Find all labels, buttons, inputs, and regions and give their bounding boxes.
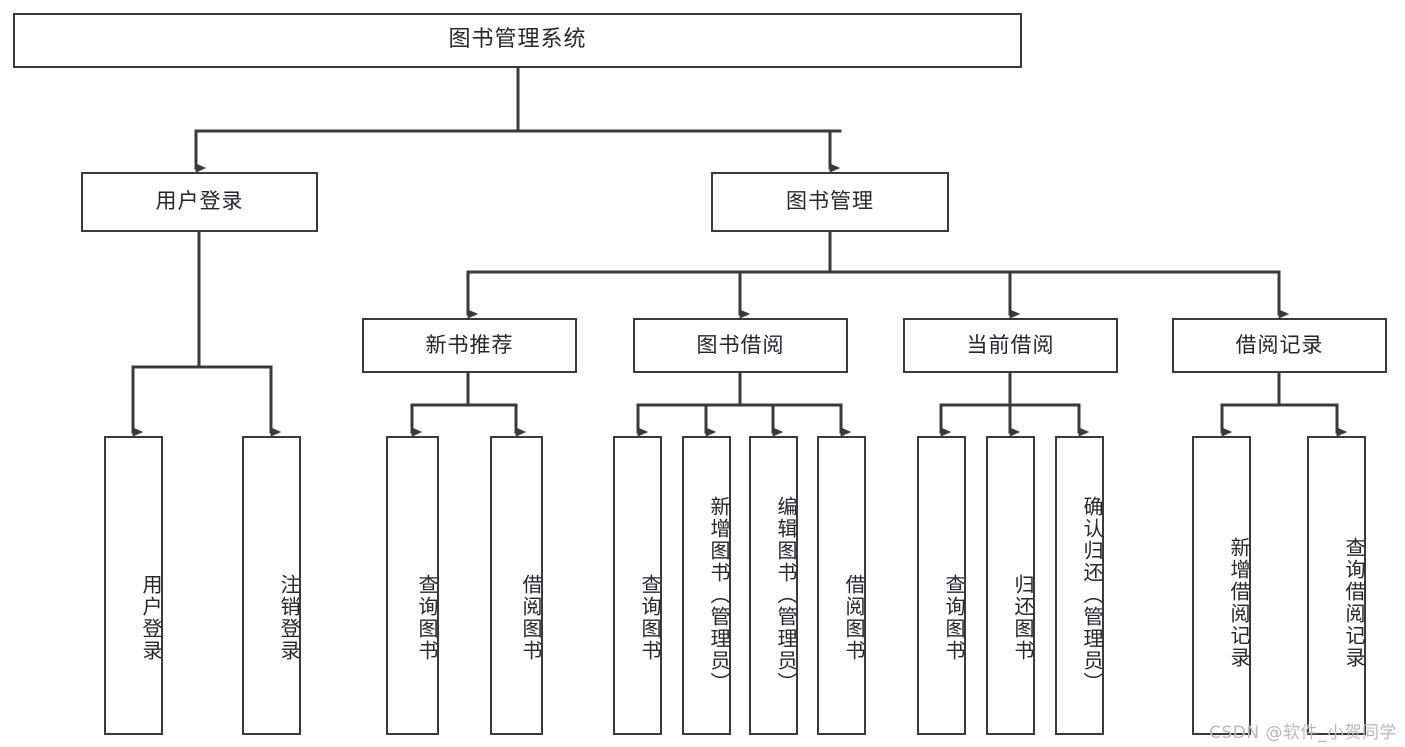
node-root[interactable]: 图书管理系统 bbox=[13, 13, 1022, 68]
leaf-borrow-edit-book-admin[interactable]: 编辑图书（管理员） bbox=[749, 436, 798, 735]
leaf-current-confirm-return-admin[interactable]: 确认归还（管理员） bbox=[1055, 436, 1104, 735]
node-current-borrow[interactable]: 当前借阅 bbox=[903, 318, 1118, 373]
leaf-borrow-borrow-book[interactable]: 借阅图书 bbox=[817, 436, 866, 735]
node-borrow-record[interactable]: 借阅记录 bbox=[1172, 318, 1387, 373]
leaf-record-add-borrow-record[interactable]: 新增借阅记录 bbox=[1192, 436, 1251, 735]
leaf-user-login-login[interactable]: 用户登录 bbox=[104, 436, 163, 735]
node-book-management[interactable]: 图书管理 bbox=[711, 172, 949, 232]
leaf-current-query-book[interactable]: 查询图书 bbox=[917, 436, 966, 735]
node-new-book-recommend[interactable]: 新书推荐 bbox=[362, 318, 577, 373]
leaf-record-query-borrow-record[interactable]: 查询借阅记录 bbox=[1307, 436, 1366, 735]
leaf-user-login-logout[interactable]: 注销登录 bbox=[242, 436, 301, 735]
csdn-watermark: CSDN @软件_小贺同学 bbox=[1209, 723, 1397, 743]
leaf-recommend-query-book[interactable]: 查询图书 bbox=[386, 436, 439, 735]
node-user-login[interactable]: 用户登录 bbox=[81, 172, 318, 232]
leaf-recommend-borrow-book[interactable]: 借阅图书 bbox=[490, 436, 543, 735]
leaf-borrow-query-book[interactable]: 查询图书 bbox=[613, 436, 662, 735]
node-book-borrow[interactable]: 图书借阅 bbox=[633, 318, 848, 373]
leaf-borrow-add-book-admin[interactable]: 新增图书（管理员） bbox=[682, 436, 731, 735]
leaf-current-return-book[interactable]: 归还图书 bbox=[986, 436, 1035, 735]
